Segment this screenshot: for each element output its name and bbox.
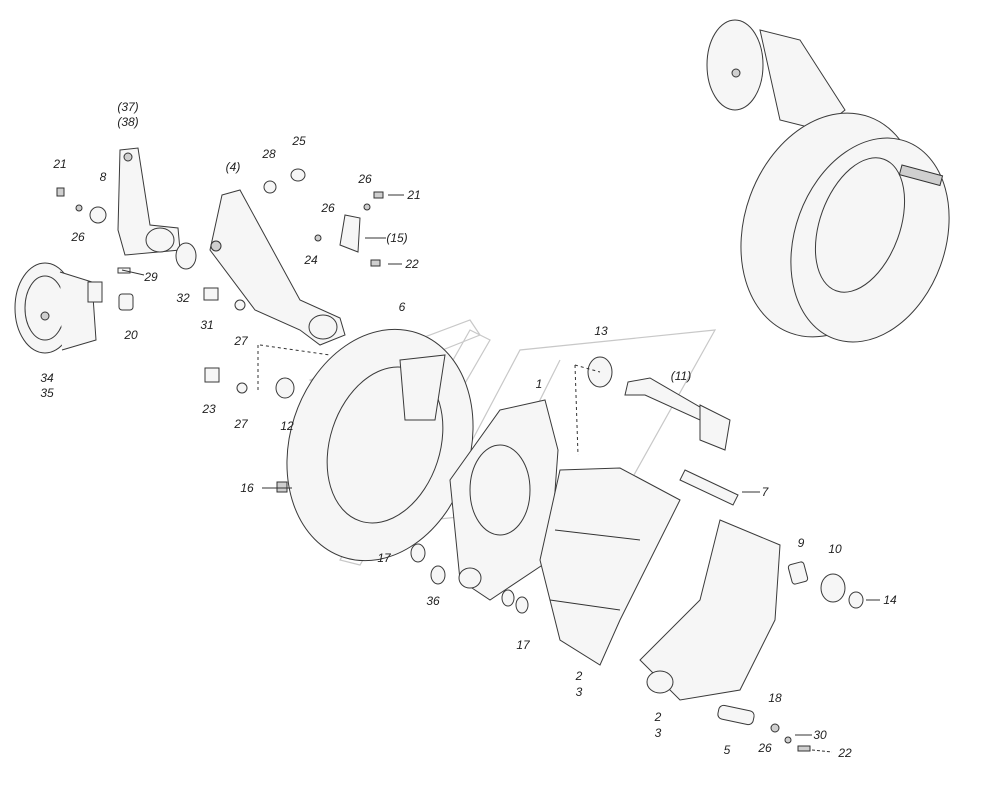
label-24: 24 xyxy=(304,253,318,267)
label-3: 3 xyxy=(575,685,583,699)
label-22-bottom: 22 xyxy=(838,746,852,760)
camshaft xyxy=(624,377,731,451)
label-11: (11) xyxy=(670,369,692,383)
label-30: 30 xyxy=(813,728,827,742)
brake-shoe-rear xyxy=(639,519,781,701)
label-32: 32 xyxy=(176,291,190,305)
leader-lines xyxy=(121,194,880,753)
slack-adjuster xyxy=(117,147,181,256)
brake-shoe-front xyxy=(539,467,681,666)
label-1: 1 xyxy=(535,377,543,391)
label-26-top: 26 xyxy=(358,172,372,186)
label-13: 13 xyxy=(594,324,608,338)
label-34: 34 xyxy=(40,371,54,385)
small-parts-top xyxy=(263,168,384,267)
label-29: 29 xyxy=(144,270,158,284)
label-5: 5 xyxy=(723,743,731,757)
dust-shield xyxy=(286,328,474,562)
label-35: 35 xyxy=(40,386,54,400)
label-38: (38) xyxy=(117,115,139,129)
label-26-mid: 26 xyxy=(321,201,335,215)
label-17-lower: 17 xyxy=(516,638,530,652)
brake-spider xyxy=(449,399,559,601)
label-6: 6 xyxy=(398,300,406,314)
label-16: 16 xyxy=(240,481,254,495)
label-28: 28 xyxy=(262,147,276,161)
label-25: 25 xyxy=(292,134,306,148)
label-2-rear: 2 xyxy=(654,710,662,724)
label-21: 21 xyxy=(53,157,67,171)
label-12: 12 xyxy=(280,419,294,433)
assembled-brake xyxy=(706,19,950,343)
label-3-rear: 3 xyxy=(654,726,662,740)
label-15: (15) xyxy=(386,231,408,245)
label-21-right: 21 xyxy=(407,188,421,202)
label-8: 8 xyxy=(99,170,107,184)
label-9: 9 xyxy=(797,536,805,550)
roller-parts xyxy=(717,561,846,752)
label-17: 17 xyxy=(377,551,391,565)
label-2: 2 xyxy=(575,669,583,683)
label-37: (37) xyxy=(117,100,139,114)
brake-chamber-left xyxy=(14,262,103,354)
label-7: 7 xyxy=(761,485,769,499)
label-27: 27 xyxy=(234,334,248,348)
label-36: 36 xyxy=(426,594,440,608)
label-22: 22 xyxy=(405,257,419,271)
label-18: 18 xyxy=(768,691,782,705)
label-23: 23 xyxy=(202,402,216,416)
return-spring xyxy=(679,469,739,506)
label-20: 20 xyxy=(124,328,138,342)
o-rings xyxy=(410,356,864,614)
label-10: 10 xyxy=(828,542,842,556)
label-14: 14 xyxy=(883,593,897,607)
label-26-bottom: 26 xyxy=(758,741,772,755)
label-31: 31 xyxy=(200,318,214,332)
cam-bracket xyxy=(209,189,346,346)
label-27-lower: 27 xyxy=(234,417,248,431)
label-26: 26 xyxy=(71,230,85,244)
small-parts-left xyxy=(56,187,295,493)
label-4: (4) xyxy=(225,160,241,174)
